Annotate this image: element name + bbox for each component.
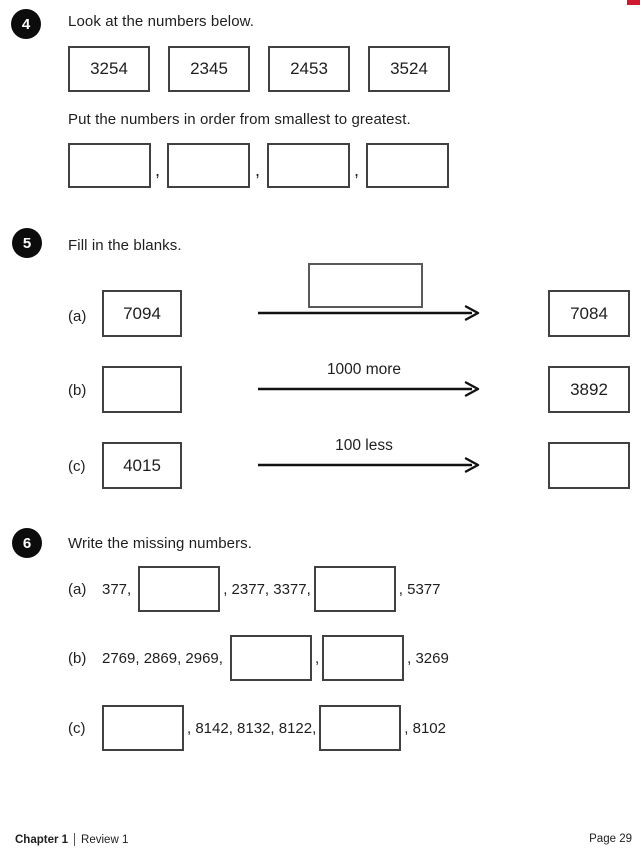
arrow-right bbox=[258, 457, 480, 473]
question-6-badge: 6 bbox=[12, 528, 42, 558]
answer-box[interactable] bbox=[102, 705, 184, 751]
answer-box-on-arrow[interactable] bbox=[308, 263, 423, 308]
question-4-badge: 4 bbox=[11, 9, 41, 39]
answer-box[interactable] bbox=[229, 635, 312, 681]
sequence-row-a: (a) 377, , 2377, 3377, , 5377 bbox=[68, 566, 444, 612]
comma-separator: , bbox=[255, 160, 261, 180]
sequence-text: , 3269 bbox=[407, 649, 449, 667]
value-box: 4015 bbox=[102, 442, 182, 489]
arrow-right-icon bbox=[258, 457, 480, 473]
chapter-label: Chapter 1 bbox=[15, 833, 69, 846]
answer-box[interactable] bbox=[102, 366, 182, 413]
question-5-prompt: Fill in the blanks. bbox=[68, 237, 182, 254]
answer-box[interactable] bbox=[366, 143, 449, 188]
sequence-text: 2769, 2869, 2969, bbox=[102, 649, 223, 667]
number-card: 2345 bbox=[168, 46, 250, 92]
row-a-label: (a) bbox=[68, 308, 87, 325]
page-number: Page 29 bbox=[589, 833, 632, 845]
answer-box[interactable] bbox=[548, 442, 630, 489]
sequence-text: , 8142, 8132, 8122, bbox=[187, 719, 317, 737]
sequence-text: , 5377 bbox=[398, 580, 441, 598]
row-b-label: (b) bbox=[68, 382, 87, 399]
sequence-row-c: (c) , 8142, 8132, 8122, , 8102 bbox=[68, 705, 449, 751]
arrow-right-icon bbox=[258, 381, 480, 397]
footer-chapter-info: Chapter 1 Review 1 bbox=[15, 833, 128, 846]
question-6-prompt: Write the missing numbers. bbox=[68, 535, 253, 552]
arrow-right bbox=[258, 305, 480, 321]
page-edge-tab bbox=[627, 0, 640, 5]
number-card: 3524 bbox=[368, 46, 450, 92]
sequence-row-b: (b) 2769, 2869, 2969, , , 3269 bbox=[68, 635, 452, 681]
answer-box[interactable] bbox=[167, 143, 250, 188]
section-label: Review 1 bbox=[81, 833, 129, 846]
sequence-text: , 8102 bbox=[404, 719, 446, 737]
arrow-right-icon bbox=[258, 305, 480, 321]
answer-box[interactable] bbox=[322, 635, 405, 681]
value-box: 7084 bbox=[548, 290, 630, 337]
comma-separator: , bbox=[155, 160, 161, 180]
comma-separator: , bbox=[354, 160, 360, 180]
row-c-label: (c) bbox=[68, 719, 86, 737]
row-a-label: (a) bbox=[68, 580, 87, 598]
sequence-text: , 2377, 3377, bbox=[223, 580, 311, 598]
arrow-label: 100 less bbox=[335, 437, 393, 454]
value-box: 3892 bbox=[548, 366, 630, 413]
arrow-right bbox=[258, 381, 480, 397]
number-card: 2453 bbox=[268, 46, 350, 92]
number-card: 3254 bbox=[68, 46, 150, 92]
question-5-badge: 5 bbox=[12, 228, 42, 258]
question-4-prompt: Look at the numbers below. bbox=[68, 13, 255, 30]
arrow-label: 1000 more bbox=[326, 361, 402, 378]
answer-box[interactable] bbox=[138, 566, 221, 612]
row-b-label: (b) bbox=[68, 649, 87, 667]
value-box: 7094 bbox=[102, 290, 182, 337]
row-c-label: (c) bbox=[68, 458, 86, 475]
question-4-prompt-2: Put the numbers in order from smallest t… bbox=[68, 111, 411, 128]
answer-box[interactable] bbox=[313, 566, 396, 612]
sequence-text: 377, bbox=[102, 580, 132, 598]
footer-divider bbox=[74, 833, 76, 846]
answer-box[interactable] bbox=[267, 143, 350, 188]
comma-separator: , bbox=[314, 649, 320, 667]
answer-box[interactable] bbox=[319, 705, 402, 751]
answer-box[interactable] bbox=[68, 143, 151, 188]
